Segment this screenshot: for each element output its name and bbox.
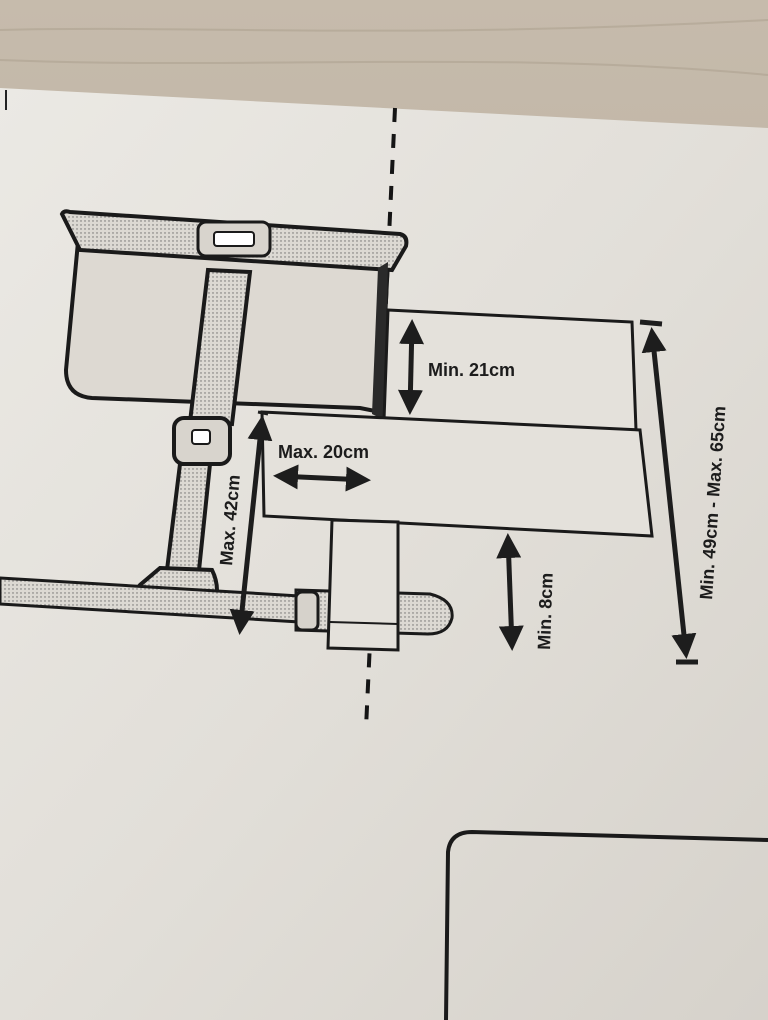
logo-badge [196, 220, 272, 258]
table-grain [0, 19, 768, 76]
arrow-min-8 [496, 533, 524, 651]
arrow-max-20 [273, 464, 371, 492]
label-max-20: Max. 20cm [278, 442, 369, 462]
bed-leg [326, 518, 400, 652]
arrow-min-21 [397, 319, 425, 415]
bed-leg-divider [329, 621, 399, 625]
leg-clip-button [191, 429, 211, 445]
next-panel-outline [444, 829, 768, 1020]
label-min-21: Min. 21cm [428, 360, 515, 380]
mattress-lower [260, 410, 654, 538]
arrow-range [639, 319, 698, 665]
bar-joint [294, 590, 320, 632]
arrow-max-42 [229, 410, 273, 635]
label-min-8: Min. 8cm [534, 572, 557, 650]
